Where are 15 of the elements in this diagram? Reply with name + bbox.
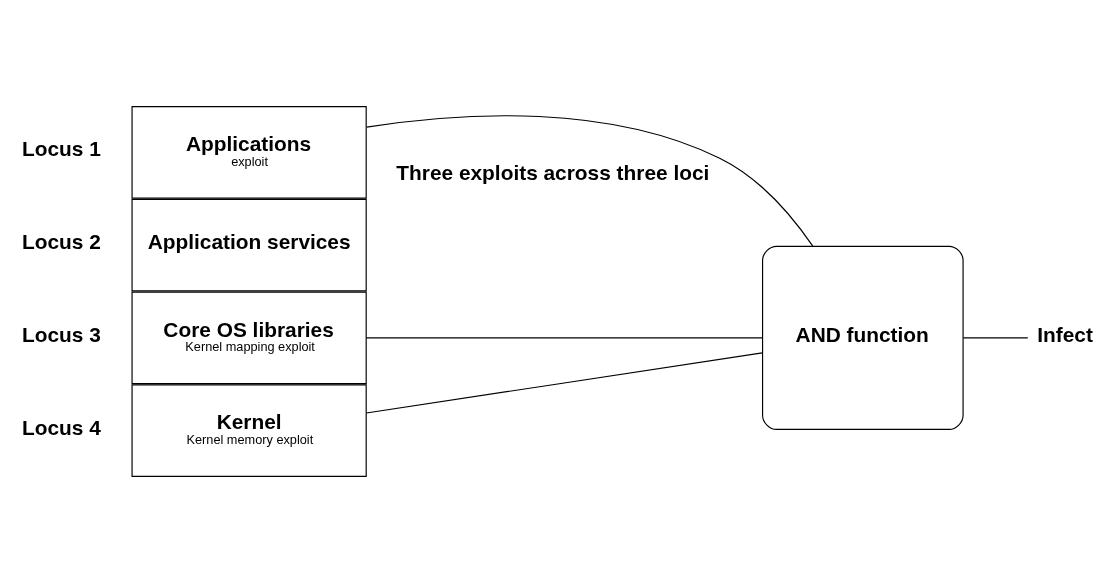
node-label: Locus 2 — [21, 230, 101, 254]
connector — [365, 352, 763, 414]
connector — [366, 115, 814, 247]
node-box: Kernel Kernel memory exploit — [131, 384, 367, 477]
node-text: Infect — [1037, 322, 1093, 346]
node-box: Applications exploit — [131, 106, 367, 199]
node-label: Locus 1 — [21, 137, 101, 161]
node-box: Core OS libraries Kernel mapping exploit — [131, 291, 367, 385]
node-box: AND function — [762, 245, 964, 430]
connector — [962, 337, 1029, 339]
node-box: Application services — [131, 198, 367, 292]
node-label: Locus 3 — [21, 322, 101, 346]
connector — [365, 337, 763, 339]
label: Three exploits across three loci — [396, 160, 710, 184]
node-label: Locus 4 — [21, 415, 101, 439]
